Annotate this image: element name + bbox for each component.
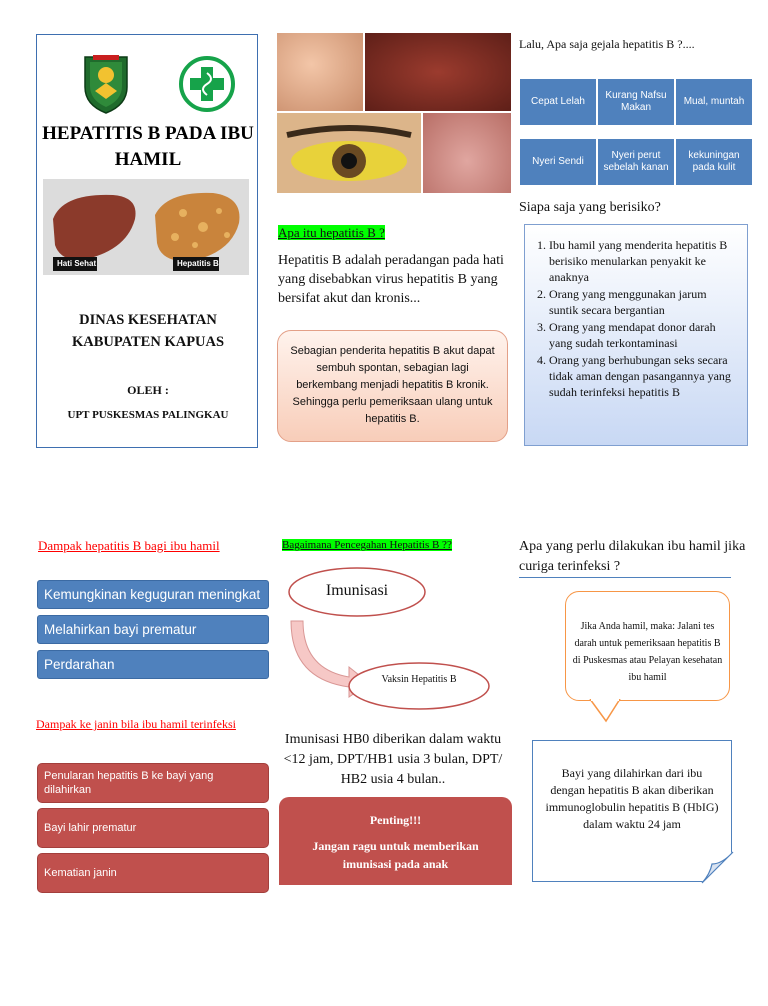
fetus-impact-heading: Dampak ke janin bila ibu hamil terinfeks… xyxy=(36,717,236,731)
department-name: DINAS KESEHATAN KABUPATEN KAPUAS xyxy=(71,312,225,350)
health-ministry-logo-icon xyxy=(179,56,235,112)
prevention-flow-diagram xyxy=(288,567,490,710)
action-heading: Apa yang perlu dilakukan ibu hamil jika … xyxy=(519,539,746,574)
skin-rash-hands-photo xyxy=(423,113,511,193)
action-callout: Jika Anda hamil, maka: Jalani tes darah … xyxy=(565,591,730,701)
vaccine-oval-label: Vaksin Hepatitis B xyxy=(381,674,457,685)
mother-impact-item: Melahirkan bayi prematur xyxy=(37,615,269,644)
healthy-liver-label: Hati Sehat xyxy=(57,259,97,268)
liver-comparison-image: Hati Sehat Hepatitis B xyxy=(43,179,249,275)
symptom-tile: Nyeri Sendi xyxy=(520,139,596,185)
mother-impact-item: Perdarahan xyxy=(37,650,269,679)
symptom-tile: kekuningan pada kulit xyxy=(676,139,752,185)
chronic-note-box: Sebagian penderita hepatitis B akut dapa… xyxy=(277,330,508,442)
yellow-eye-photo xyxy=(277,113,421,193)
symptoms-heading: Lalu, Apa saja gejala hepatitis B ?.... xyxy=(519,37,695,51)
heading-underline xyxy=(519,577,731,578)
symptom-tile: Kurang Nafsu Makan xyxy=(598,79,674,125)
important-box: Penting!!! Jangan ragu untuk memberikan … xyxy=(279,797,512,885)
swollen-belly-photo xyxy=(277,33,363,111)
risk-heading: Siapa saja yang berisiko? xyxy=(519,200,661,215)
callout-pointer xyxy=(589,699,621,723)
symptom-tile: Mual, muntah xyxy=(676,79,752,125)
diseased-liver-photo xyxy=(365,33,511,111)
folded-corner-icon xyxy=(700,850,734,884)
immunization-oval-label: Imunisasi xyxy=(325,582,389,599)
symptom-photo-collage xyxy=(277,33,511,193)
cover-panel: HEPATITIS B PADA IBU HAMIL Hati Sehat He… xyxy=(36,34,258,448)
author-name: UPT PUSKESMAS PALINGKAU xyxy=(67,409,229,421)
list-item: Orang yang menggunakan jarum suntik seca… xyxy=(549,286,737,318)
fetus-impact-item: Kematian janin xyxy=(37,853,269,893)
definition-text: Hepatitis B adalah peradangan pada hati … xyxy=(278,253,504,306)
prevention-heading: Bagaimana Pencegahan Hepatitis B ?? xyxy=(282,539,452,551)
fetus-impact-item: Penularan hepatitis B ke bayi yang dilah… xyxy=(37,763,269,803)
hepatitis-liver-label: Hepatitis B xyxy=(177,259,219,268)
newborn-note-box: Bayi yang dilahirkan dari ibu dengan hep… xyxy=(532,740,732,882)
author-by-label: OLEH : xyxy=(127,383,169,397)
list-item: Orang yang mendapat donor darah yang sud… xyxy=(549,319,737,351)
regency-crest-icon xyxy=(84,55,128,114)
fetus-impact-item: Bayi lahir prematur xyxy=(37,808,269,848)
list-item: Ibu hamil yang menderita hepatitis B ber… xyxy=(549,237,737,285)
mother-impact-heading: Dampak hepatitis B bagi ibu hamil xyxy=(38,538,220,553)
list-item: Orang yang berhubungan seks secara tidak… xyxy=(549,352,737,400)
risk-list-box: Ibu hamil yang menderita hepatitis B ber… xyxy=(524,224,748,446)
mother-impact-item: Kemungkinan keguguran meningkat xyxy=(37,580,269,609)
symptom-tile: Nyeri perut sebelah kanan xyxy=(598,139,674,185)
definition-heading: Apa itu hepatitis B ? xyxy=(278,225,385,240)
symptom-tile: Cepat Lelah xyxy=(520,79,596,125)
cover-title: HEPATITIS B PADA IBU HAMIL xyxy=(42,123,254,170)
important-text: Jangan ragu untuk memberikan imunisasi p… xyxy=(312,839,479,871)
important-title: Penting!!! xyxy=(369,813,422,827)
immunization-schedule-text: Imunisasi HB0 diberikan dalam waktu <12 … xyxy=(283,732,503,787)
